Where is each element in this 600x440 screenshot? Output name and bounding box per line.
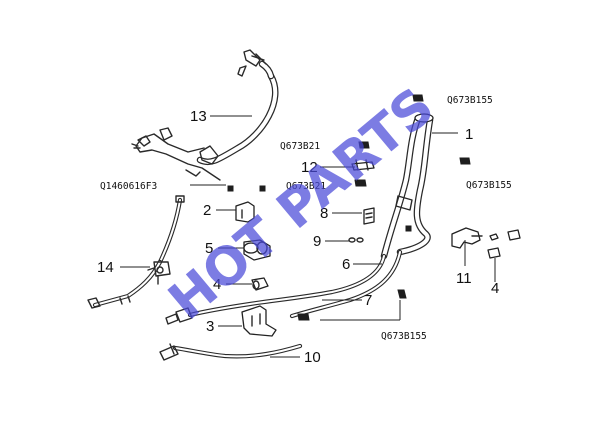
callout-numbers: 1 13 12 2 8 9 5 6 14 4 7 3 10 11 4 (97, 108, 499, 366)
part-4-sleeve (251, 277, 269, 291)
callout-10: 10 (304, 349, 321, 366)
callout-3: 3 (206, 318, 214, 335)
callout-14: 14 (97, 259, 114, 276)
callout-11: 11 (456, 270, 472, 287)
code-bolt-left: Q1460616F3 (100, 181, 157, 192)
part-2-clip (235, 201, 255, 223)
code-clamp-mid: Q673B21 (286, 181, 326, 192)
callout-13: 13 (190, 108, 207, 125)
part-8-fitting (363, 207, 375, 225)
clamp-icons (227, 94, 471, 321)
callout-4-left: 4 (213, 276, 221, 293)
callout-8: 8 (320, 205, 328, 222)
callout-9: 9 (313, 233, 321, 250)
callout-12: 12 (301, 159, 318, 176)
callout-5: 5 (205, 240, 213, 257)
part-4-sleeve-right (487, 229, 521, 259)
code-clamp-right: Q673B155 (466, 180, 512, 191)
callout-7: 7 (364, 292, 372, 309)
leader-lines (120, 115, 496, 358)
code-clamp-bottom: Q673B155 (381, 331, 427, 342)
part-12-clip (351, 159, 375, 171)
callout-4-right: 4 (491, 280, 499, 297)
part-3-bracket (241, 305, 277, 337)
callout-2: 2 (203, 202, 211, 219)
part-code-labels: Q673B155 Q673B21 Q673B21 Q673B155 Q14606… (100, 95, 512, 342)
part-9-o-rings (348, 237, 364, 243)
part-5-grommet (243, 239, 271, 261)
part-10-pipe (159, 343, 303, 361)
code-clamp-top: Q673B155 (447, 95, 493, 106)
part-13-pressure-hose (131, 49, 279, 181)
part-14-return-line (87, 195, 185, 309)
callout-1: 1 (465, 126, 473, 143)
part-1-main-hose (380, 113, 434, 260)
callout-6: 6 (342, 256, 350, 273)
code-clamp-upper-mid: Q673B21 (280, 141, 320, 152)
part-11-bracket (451, 227, 483, 249)
